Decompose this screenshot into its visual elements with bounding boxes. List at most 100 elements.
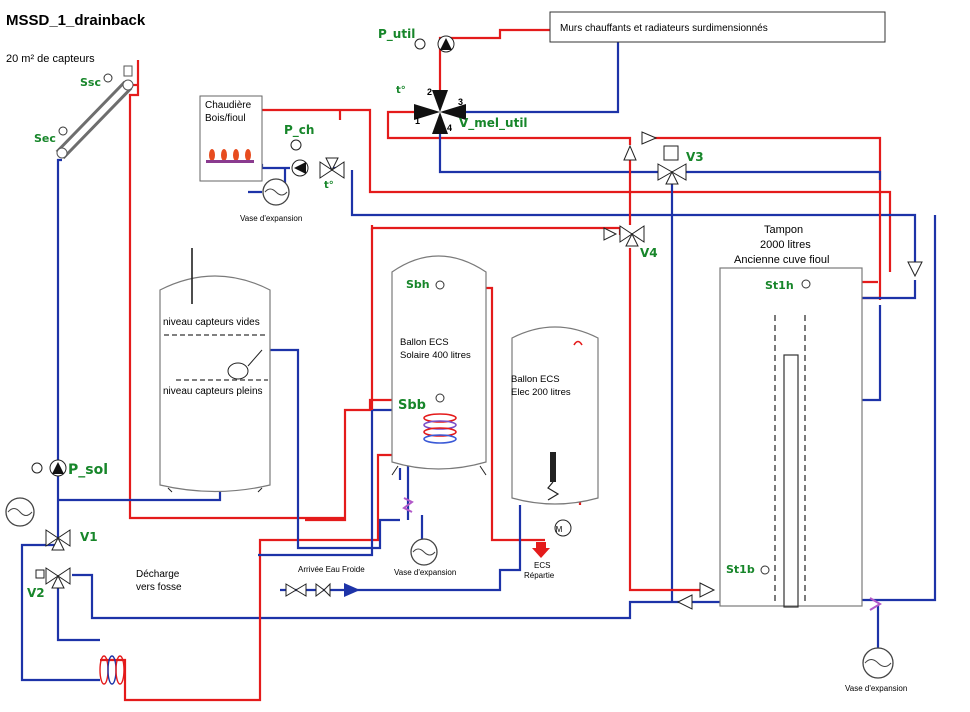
- buffer-right-blue: [862, 280, 917, 300]
- cold-water-arrow-icon: [344, 583, 360, 597]
- motor-label: M: [556, 525, 563, 534]
- port-2-label: 2: [427, 87, 432, 97]
- drain-coil-icon: [99, 655, 125, 685]
- valve-mel-util-icon: [414, 104, 440, 120]
- solar-collector: [55, 65, 134, 160]
- drain-label-line2: vers fosse: [136, 582, 182, 593]
- collector-panel-inner: [57, 82, 131, 158]
- cold-water-label: Arrivée Eau Froide: [298, 565, 365, 574]
- util-right-red: [648, 136, 882, 300]
- temp-util-label: t°: [396, 85, 406, 96]
- sensor-sec-label: Sec: [34, 132, 56, 145]
- valve-v1-label: V1: [80, 530, 98, 544]
- v4-supply: [370, 225, 622, 235]
- buffer-mixer-icon: [869, 597, 882, 611]
- v1-to-coil: [20, 543, 100, 682]
- valves: [35, 90, 923, 611]
- valve-mel-util-label: V_mel_util: [459, 116, 528, 131]
- sensor-st1b-label: St1b: [726, 563, 755, 576]
- heating-box-label: Murs chauffants et radiateurs surdimensi…: [560, 23, 768, 34]
- port-1-label: 1: [415, 116, 420, 126]
- buffer-tank-body: [719, 267, 863, 607]
- level-empty-label: niveau capteurs vides: [163, 317, 260, 328]
- elec-tank-body: [511, 326, 599, 505]
- v2-right: [72, 573, 720, 620]
- solar-coil-supply: [305, 398, 440, 522]
- ecs-out-line2: Répartie: [524, 571, 555, 580]
- collector-top-cap: [122, 79, 134, 91]
- boiler: [199, 95, 263, 182]
- boiler-label-line1: Chaudière: [205, 100, 252, 111]
- sensor-dots: [58, 73, 811, 575]
- v2-loop: [56, 580, 100, 642]
- heating-box: [549, 11, 886, 43]
- expansion-ecs-label: Vase d'expansion: [394, 568, 456, 577]
- solar-to-elec: [398, 465, 410, 520]
- float-icon: [227, 362, 249, 380]
- pipes: [20, 12, 937, 702]
- pumps: [31, 35, 572, 537]
- util-left-loop: [386, 110, 632, 145]
- gauge-pch-icon: [290, 139, 302, 151]
- ecs-mixer-icon: [402, 497, 414, 513]
- buffer-tank: [719, 267, 863, 608]
- expansion-buffer-label: Vase d'expansion: [845, 684, 907, 693]
- cold-water-valve-icon: [285, 583, 297, 597]
- buffer-tank-line1: Tampon: [764, 224, 803, 236]
- collector-bottom-cap: [56, 147, 68, 159]
- heater-element-icon: [550, 452, 556, 482]
- elec-tank: [511, 326, 599, 505]
- gauge-putil-icon: [414, 38, 426, 50]
- pump-putil-label: P_util: [378, 27, 415, 42]
- port-3-label: 3: [458, 97, 463, 107]
- check-valve-bottom-red-icon: [699, 582, 716, 598]
- float-arm: [247, 349, 263, 367]
- v4-right-down: [628, 248, 700, 592]
- elec-tank-line1: Ballon ECS: [511, 374, 560, 385]
- air-vent-icon: [123, 65, 133, 77]
- sensor-sbh-label: Sbh: [406, 278, 430, 291]
- valve-v4-label: V4: [640, 246, 658, 260]
- drain-level-pipe: [262, 348, 400, 550]
- ecs-out-line1: ECS: [534, 561, 550, 570]
- check-valve-right-icon: [907, 261, 923, 278]
- buffer-inner-tube: [783, 354, 799, 608]
- sensor-sbb-label: Sbb: [398, 398, 426, 413]
- valve-v3-label: V3: [686, 150, 704, 164]
- page-title: MSSD_1_drainback: [6, 12, 146, 29]
- solar-tank-line2: Solaire 400 litres: [400, 350, 471, 361]
- valve-v3-icon: [657, 163, 674, 181]
- valve-v2-label: V2: [27, 586, 45, 600]
- expansion-boiler-label: Vase d'expansion: [240, 214, 302, 223]
- check-valve-top-icon: [641, 131, 658, 145]
- port-4-label: 4: [447, 123, 452, 133]
- drain-label-line1: Décharge: [136, 569, 180, 580]
- gauge-psol-icon: [31, 462, 43, 474]
- boiler-supply: [248, 108, 892, 272]
- boiler-mix-return: [350, 170, 917, 262]
- cold-to-tank: [350, 505, 522, 592]
- boiler-box: [199, 95, 263, 182]
- pump-psol-label: P_sol: [68, 462, 108, 478]
- sensor-ssc-label: Ssc: [80, 76, 101, 89]
- util-v3: [438, 128, 665, 174]
- collector-area-label: 20 m² de capteurs: [6, 53, 95, 65]
- solar-tank: [391, 255, 487, 476]
- motor-icon: [554, 519, 572, 537]
- temp-boiler-label: t°: [324, 180, 334, 191]
- valve-v4-icon: [619, 225, 633, 243]
- drain-tank-out-pipe: [58, 490, 222, 502]
- valve-v1-icon: [45, 529, 59, 547]
- drainback-tank: [159, 248, 271, 493]
- expansion-vessels: [5, 178, 894, 679]
- valve-boiler-mix-icon: [319, 161, 333, 179]
- collector-return-pipe: [56, 158, 62, 540]
- valve-v2-icon: [45, 567, 59, 585]
- buffer-tank-line3: Ancienne cuve fioul: [734, 254, 829, 266]
- coil-icon: [423, 413, 457, 444]
- pump-pch-label: P_ch: [284, 123, 314, 138]
- check-valve-v4-up-icon: [623, 144, 637, 161]
- buffer-bottom-out: [860, 215, 937, 602]
- buffer-tank-line2: 2000 litres: [760, 239, 811, 251]
